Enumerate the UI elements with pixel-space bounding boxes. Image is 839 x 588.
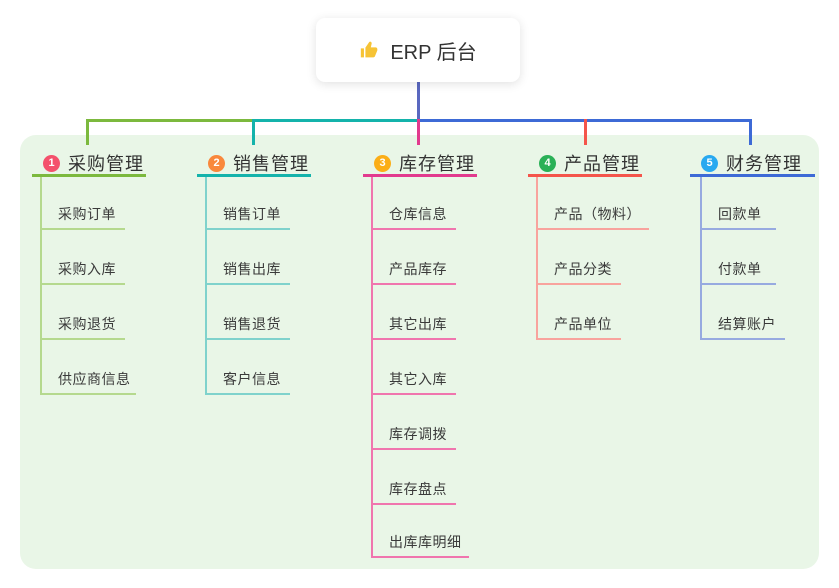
- node-settlement-account-underline: [700, 338, 785, 340]
- node-outbound-detail-underline: [371, 556, 469, 558]
- branch3-title: 库存管理: [399, 154, 475, 174]
- connector-drop-branch1: [86, 119, 89, 145]
- branch5-number-badge: 5: [701, 154, 718, 172]
- node-other-outbound[interactable]: 其它出库: [389, 316, 447, 332]
- connector-drop-branch2: [252, 119, 255, 145]
- root-title: ERP 后台: [390, 41, 477, 64]
- branch-purchase-management[interactable]: 1 采购管理: [32, 150, 146, 176]
- node-purchase-return[interactable]: 采购退货: [58, 316, 116, 332]
- node-product-unit[interactable]: 产品单位: [554, 316, 612, 332]
- node-stock-count-underline: [371, 503, 456, 505]
- node-sales-order-underline: [205, 228, 290, 230]
- node-stock-transfer[interactable]: 库存调拨: [389, 426, 447, 442]
- node-product-category[interactable]: 产品分类: [554, 261, 612, 277]
- node-purchase-order-underline: [40, 228, 125, 230]
- node-sales-return[interactable]: 销售退货: [223, 316, 281, 332]
- branch1-number-badge: 1: [43, 154, 60, 172]
- connector-horizontal-branch1: [86, 119, 253, 122]
- node-product-unit-underline: [536, 338, 621, 340]
- node-customer-info[interactable]: 客户信息: [223, 371, 281, 387]
- branch3-number-badge: 3: [374, 154, 391, 172]
- connector-drop-branch5: [749, 119, 752, 145]
- node-other-inbound[interactable]: 其它入库: [389, 371, 447, 387]
- node-purchase-return-underline: [40, 338, 125, 340]
- node-other-outbound-underline: [371, 338, 456, 340]
- node-warehouse-info-underline: [371, 228, 456, 230]
- branch-product-management[interactable]: 4 产品管理: [528, 150, 642, 176]
- branch-inventory-management[interactable]: 3 库存管理: [363, 150, 477, 176]
- node-sales-outbound-underline: [205, 283, 290, 285]
- node-payment-order[interactable]: 付款单: [718, 261, 762, 277]
- branch-sales-management[interactable]: 2 销售管理: [197, 150, 311, 176]
- node-other-inbound-underline: [371, 393, 456, 395]
- node-purchase-inbound-underline: [40, 283, 125, 285]
- node-receipt-order[interactable]: 回款单: [718, 206, 762, 222]
- branch3-underline: [363, 174, 477, 177]
- branch-finance-management[interactable]: 5 财务管理: [690, 150, 810, 176]
- node-product-category-underline: [536, 283, 621, 285]
- node-sales-order[interactable]: 销售订单: [223, 206, 281, 222]
- branch2-child-rail: [205, 177, 207, 395]
- node-supplier-info-underline: [40, 393, 136, 395]
- branch4-number-badge: 4: [539, 154, 556, 172]
- branch4-child-rail: [536, 177, 538, 340]
- node-sales-return-underline: [205, 338, 290, 340]
- node-settlement-account[interactable]: 结算账户: [718, 316, 776, 332]
- node-product-stock-underline: [371, 283, 456, 285]
- node-product-material[interactable]: 产品（物料）: [554, 206, 641, 222]
- node-purchase-inbound[interactable]: 采购入库: [58, 261, 116, 277]
- node-sales-outbound[interactable]: 销售出库: [223, 261, 281, 277]
- branch2-title: 销售管理: [233, 154, 309, 174]
- node-supplier-info[interactable]: 供应商信息: [58, 371, 131, 387]
- node-stock-transfer-underline: [371, 448, 456, 450]
- node-customer-info-underline: [205, 393, 290, 395]
- connector-drop-branch4: [584, 119, 587, 145]
- root-node[interactable]: ERP 后台: [316, 18, 520, 82]
- node-purchase-order[interactable]: 采购订单: [58, 206, 116, 222]
- branch2-underline: [197, 174, 311, 177]
- connector-root-stem: [417, 82, 420, 120]
- branch1-underline: [32, 174, 146, 177]
- node-receipt-order-underline: [700, 228, 776, 230]
- branch4-underline: [528, 174, 642, 177]
- branch5-title: 财务管理: [726, 154, 802, 174]
- node-outbound-detail[interactable]: 出库库明细: [389, 534, 462, 550]
- branch3-child-rail: [371, 177, 373, 558]
- branch4-title: 产品管理: [564, 154, 640, 174]
- node-stock-count[interactable]: 库存盘点: [389, 481, 447, 497]
- branch1-child-rail: [40, 177, 42, 395]
- node-payment-order-underline: [700, 283, 776, 285]
- node-product-material-underline: [536, 228, 649, 230]
- branch5-child-rail: [700, 177, 702, 340]
- node-product-stock[interactable]: 产品库存: [389, 261, 447, 277]
- branch1-title: 采购管理: [68, 154, 144, 174]
- node-warehouse-info[interactable]: 仓库信息: [389, 206, 447, 222]
- branch2-number-badge: 2: [208, 154, 225, 172]
- thumbs-up-icon: [359, 39, 381, 61]
- connector-drop-branch3: [417, 119, 420, 145]
- branch5-underline: [690, 174, 815, 177]
- branches-panel: [20, 135, 819, 569]
- connector-horizontal-branch2: [253, 119, 419, 122]
